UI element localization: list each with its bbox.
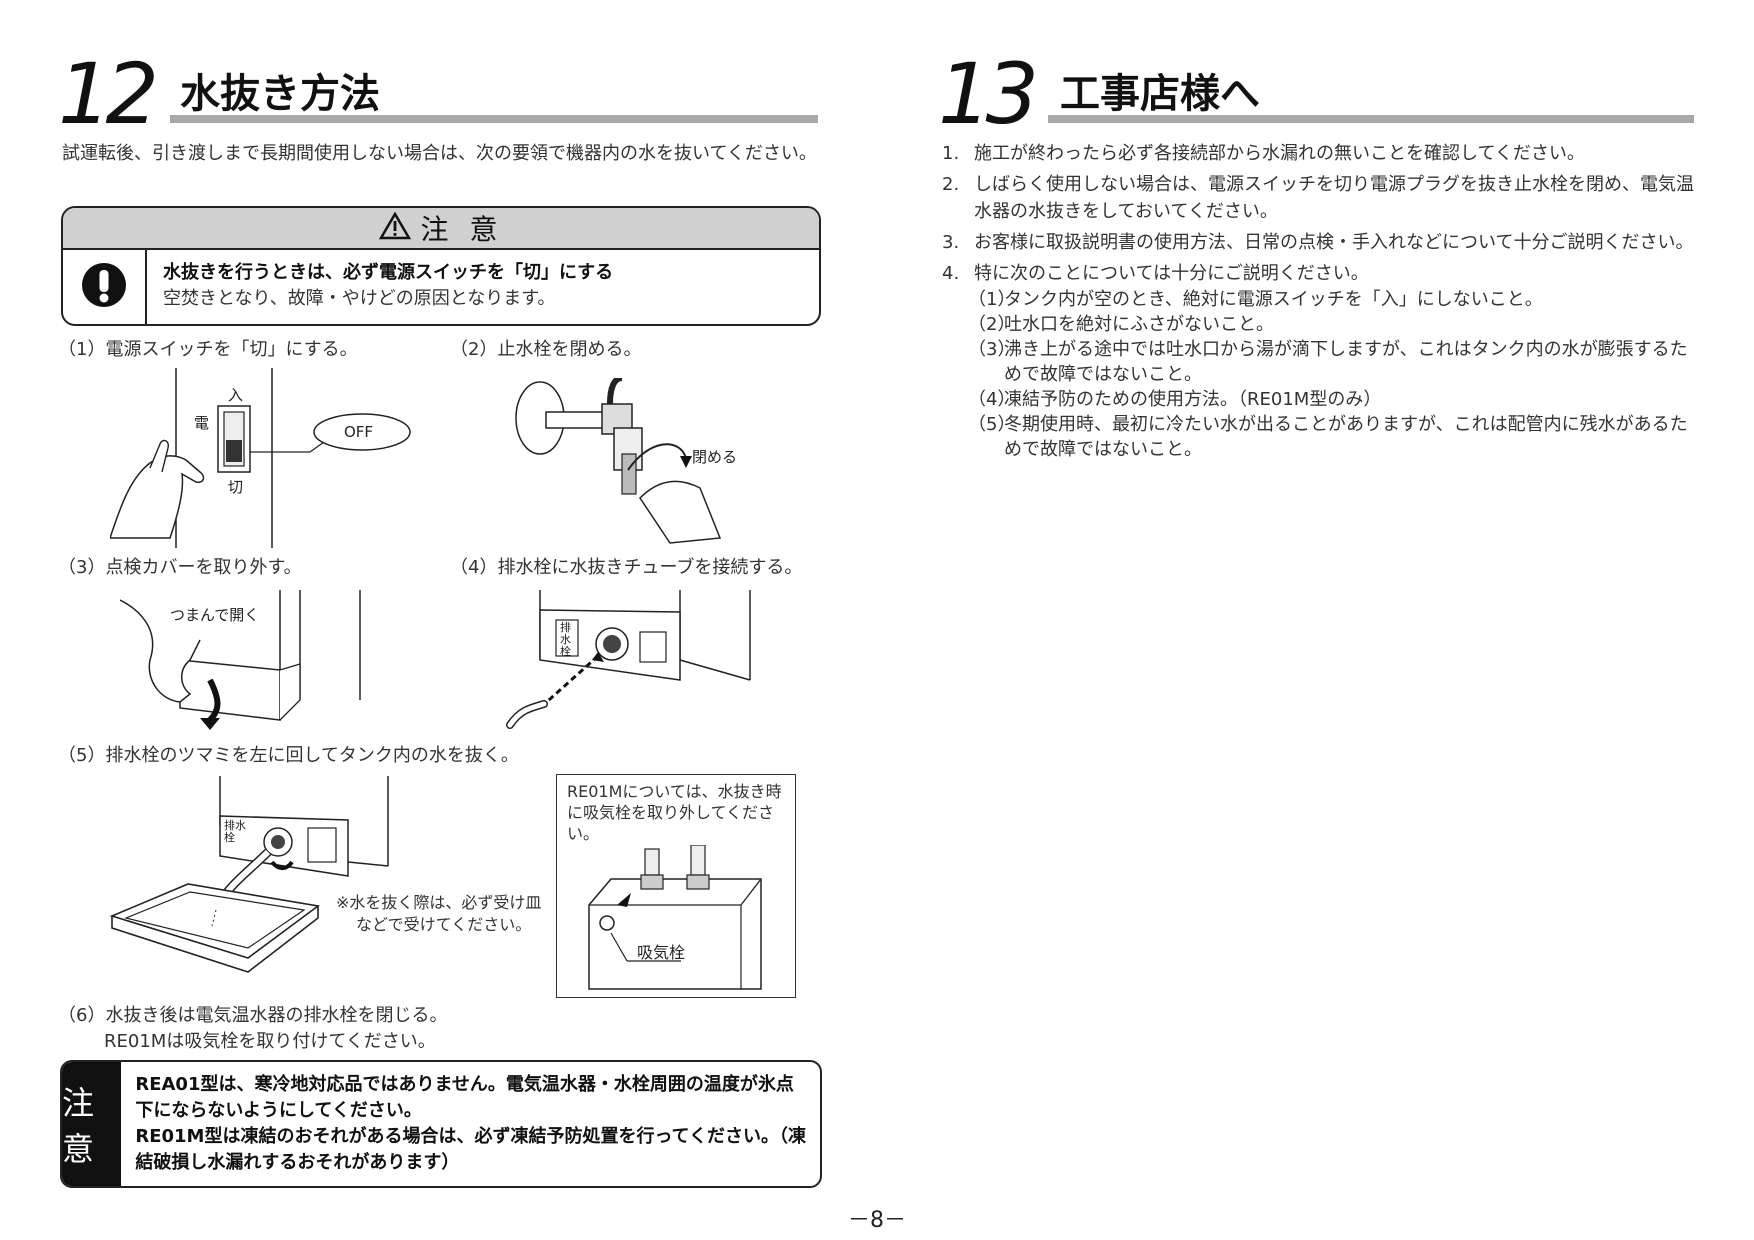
step-1-text: （1）電源スイッチを「切」にする。 [58,339,358,360]
label-drain-valve: 排水栓 [560,621,571,658]
caution-strong-text: 水抜きを行うときは、必ず電源スイッチを「切」にする [163,262,614,283]
step-6-subtext: RE01Mは吸気栓を取り付けてください。 [104,1031,436,1052]
section-title-underline-right [1048,115,1694,123]
label-close: 閉める [692,448,738,466]
step-5-text: （5）排水栓のツマミを左に回してタンク内の水を抜く。 [58,745,519,766]
sub-item-text: 凍結予防のための使用方法。（RE01M型のみ） [1004,389,1382,410]
label-in: 入 [228,386,244,404]
bottom-caution-box: 注意 REA01型は、寒冷地対応品ではありません。電気温水器・水栓周囲の温度が氷… [60,1060,822,1188]
list-item: 2. しばらく使用しない場合は、電源スイッチを切り電源プラグを抜き止水栓を閉め、… [942,171,1702,225]
bottom-caution-text-2: RE01M型は凍結のおそれがある場合は、必ず凍結予防処置を行ってください。（凍結… [135,1126,807,1173]
warning-triangle-icon [378,211,411,244]
caution-icon-column [63,250,147,324]
inspection-cover-illustration: つまんで開く [120,590,370,730]
list-item-text: 施工が終わったら必ず各接続部から水漏れの無いことを確認してください。 [974,143,1585,164]
label-drain-valve-small: 排水栓 [224,819,246,844]
re01m-note-text: RE01Mについては、水抜き時に吸気栓を取り外してください。 [567,782,782,843]
list-item-text: しばらく使用しない場合は、電源スイッチを切り電源プラグを抜き止水栓を閉め、電気温… [974,174,1694,222]
step-4-text: （4）排水栓に水抜きチューブを接続する。 [450,557,803,578]
caution-box: 注 意 水抜きを行うときは、必ず電源スイッチを「切」にする 空焚きとなり、故障・… [61,206,821,326]
label-power: 電 [194,414,210,432]
section-number-12: 12 [58,45,159,143]
label-intake-valve: 吸気栓 [637,943,686,962]
list-item-text: お客様に取扱説明書の使用方法、日常の点検・手入れなどについて十分ご説明ください。 [974,232,1694,253]
drain-tray-illustration: 排水栓 [108,776,408,976]
list-item-number: 2. [942,174,960,195]
section-title-underline [170,115,818,123]
intro-text: 試運転後、引き渡しまで長期間使用しない場合は、次の要領で機器内の水を抜いてくださ… [62,143,817,164]
list-item-number: 4. [942,263,960,284]
step-3-text: （3）点検カバーを取り外す。 [58,557,302,578]
sub-item-number: （4） [968,389,1016,410]
caution-sub-text: 空焚きとなり、故障・やけどの原因となります。 [163,288,556,309]
step-2-text: （2）止水栓を閉める。 [450,339,642,360]
step-6-text: （6）水抜き後は電気温水器の排水栓を閉じる。 [58,1005,448,1026]
list-item-number: 3. [942,232,960,253]
power-switch-illustration: 入 電 切 OFF [110,368,420,548]
sub-item-number: （3） [968,339,1016,360]
section-title-water-drain: 水抜き方法 [180,71,380,117]
section-title-contractors: 工事店様へ [1060,71,1260,117]
drain-note: ※水を抜く際は、必ず受け皿などで受けてください。 [336,893,542,934]
sub-item-number: （5） [968,414,1016,435]
drain-tube-illustration: 排水栓 [500,590,760,730]
list-item: 3. お客様に取扱説明書の使用方法、日常の点検・手入れなどについて十分ご説明くだ… [942,229,1702,256]
section-number-13: 13 [938,45,1039,143]
sub-list-item: （2） 吐水口を絶対にふさがないこと。 [968,312,1702,337]
re01m-note-box: RE01Mについては、水抜き時に吸気栓を取り外してください。 吸気栓 [556,774,796,998]
label-cut: 切 [228,478,244,496]
list-item: 1. 施工が終わったら必ず各接続部から水漏れの無いことを確認してください。 [942,140,1702,167]
list-item: 4. 特に次のことについては十分にご説明ください。 [942,260,1702,287]
bottom-caution-text-1: REA01型は、寒冷地対応品ではありません。電気温水器・水栓周囲の温度が氷点下に… [135,1074,794,1121]
sub-list-item: （1） タンク内が空のとき、絶対に電源スイッチを「入」にしないこと。 [968,287,1702,312]
label-off: OFF [344,423,374,441]
exclamation-circle-icon [81,262,127,312]
sub-list-item: （4） 凍結予防のための使用方法。（RE01M型のみ） [968,387,1702,412]
caution-heading: 注 意 [420,213,504,246]
label-pinch-open: つまんで開く [170,606,260,624]
sub-list-item: （3） 沸き上がる途中では吐水口から湯が滴下しますが、これはタンク内の水が膨張す… [968,337,1702,387]
sub-item-text: 冬期使用時、最初に冷たい水が出ることがありますが、これは配管内に残水があるためで… [1004,414,1688,460]
caution-header: 注 意 [63,208,819,250]
sub-item-number: （2） [968,314,1016,335]
bottom-caution-label: 注意 [62,1062,122,1186]
sub-item-text: タンク内が空のとき、絶対に電源スイッチを「入」にしないこと。 [1004,289,1543,310]
sub-list-item: （5） 冬期使用時、最初に冷たい水が出ることがありますが、これは配管内に残水があ… [968,412,1702,462]
stop-valve-illustration: 閉める [510,378,760,548]
contractor-list: 1. 施工が終わったら必ず各接続部から水漏れの無いことを確認してください。 2.… [942,140,1702,462]
sub-item-text: 沸き上がる途中では吐水口から湯が滴下しますが、これはタンク内の水が膨張するためで… [1004,339,1688,385]
list-item-number: 1. [942,143,960,164]
sub-item-number: （1） [968,289,1016,310]
sub-item-text: 吐水口を絶対にふさがないこと。 [1004,314,1274,335]
page-number: －8－ [848,1208,906,1233]
list-item-text: 特に次のことについては十分にご説明ください。 [974,263,1369,284]
